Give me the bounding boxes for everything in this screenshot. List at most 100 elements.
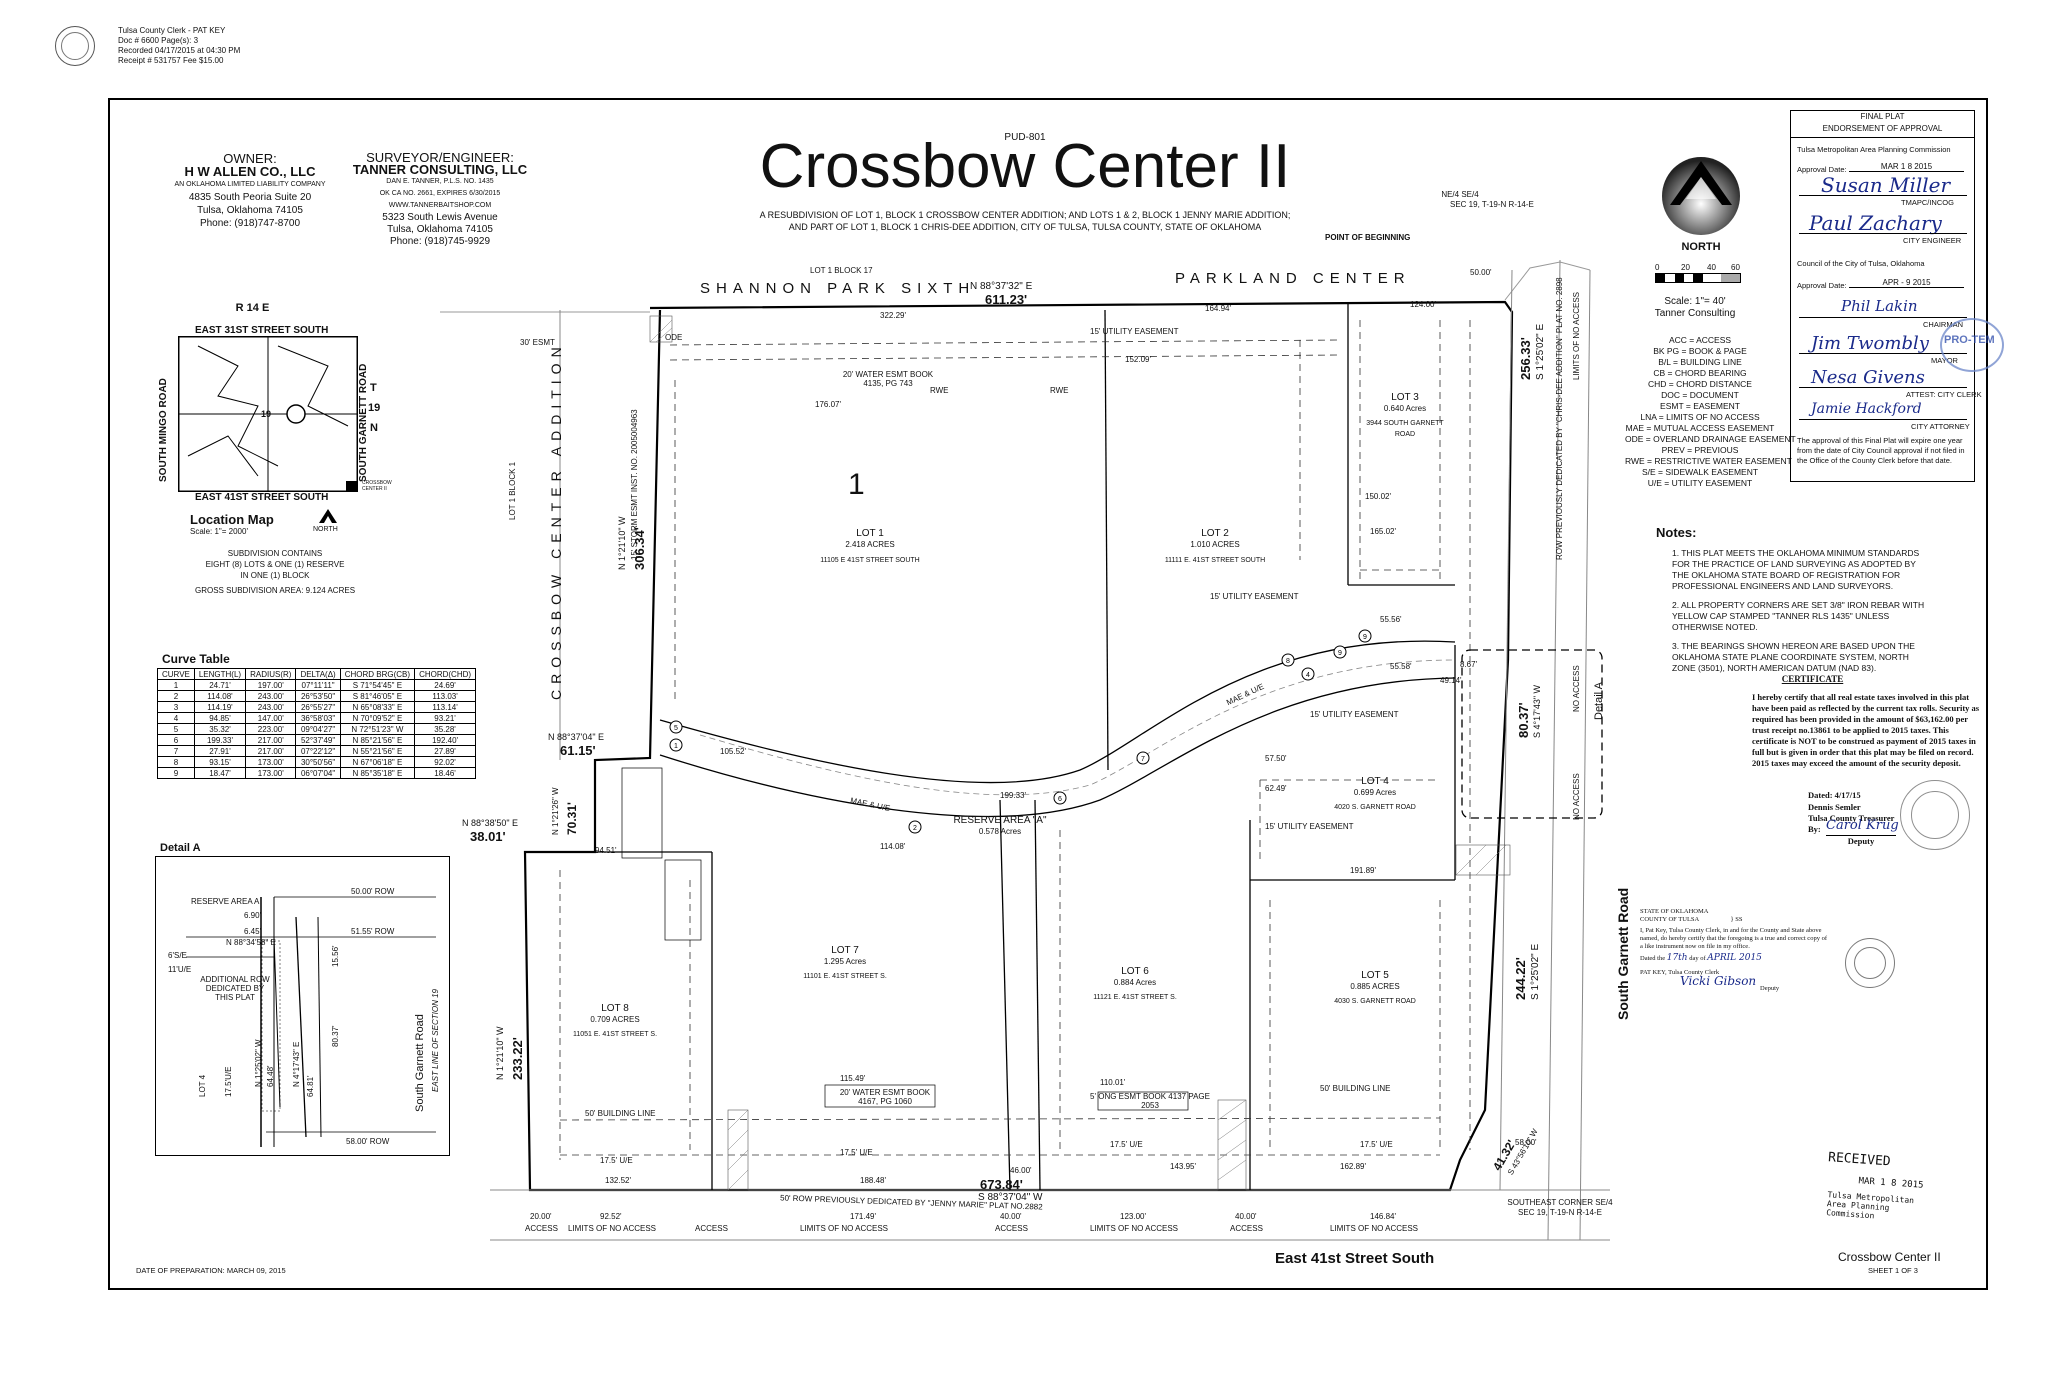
frontage-distance: 40.00' bbox=[1000, 1212, 1022, 1221]
legend-item: ESMT = EASEMENT bbox=[1660, 401, 1740, 411]
footer-title: Crossbow Center II bbox=[1838, 1250, 1941, 1264]
lot-address: 11101 E. 41ST STREET S. bbox=[803, 973, 887, 980]
title-subtitle: A RESUBDIVISION OF LOT 1, BLOCK 1 CROSSB… bbox=[640, 209, 1410, 233]
scale-by: Tanner Consulting bbox=[1654, 308, 1736, 319]
scale-value: Scale: 1"= 40' bbox=[1664, 296, 1726, 307]
day-label: day of bbox=[1689, 955, 1706, 962]
approval-title: FINAL PLAT bbox=[1860, 112, 1905, 121]
legend-item: ODE = OVERLAND DRAINAGE EASEMENT bbox=[1625, 434, 1796, 444]
range-label: R 14 E bbox=[235, 302, 270, 314]
access-label: ACCESS bbox=[1230, 1224, 1263, 1233]
dated-day: 17th bbox=[1666, 953, 1688, 963]
tmapc-label: TMAPC/INCOG bbox=[1901, 198, 1954, 207]
map-bottom-street: EAST 41ST STREET SOUTH bbox=[195, 492, 329, 503]
legend-item: RWE = RESTRICTIVE WATER EASEMENT bbox=[1625, 456, 1792, 466]
svg-text:7: 7 bbox=[1141, 756, 1145, 763]
se-section-label: SEC 19, T-19-N R-14-E bbox=[1518, 1208, 1602, 1217]
jog3-distance: 38.01' bbox=[470, 829, 506, 844]
curve-table-title: Curve Table bbox=[162, 652, 230, 666]
lot-dimension: 176.07' bbox=[815, 400, 841, 409]
subtitle-line: AND PART OF LOT 1, BLOCK 1 CHRIS-DEE ADD… bbox=[788, 222, 1262, 232]
lot-dimension: 110.01' bbox=[1100, 1078, 1126, 1087]
lot-4-label: LOT 4 0.699 Acres 4020 S. GARNETT ROAD bbox=[1310, 776, 1440, 813]
svg-text:1: 1 bbox=[674, 743, 678, 750]
detail-se: 6'S/E bbox=[168, 951, 187, 960]
dated-month: APRIL 2015 bbox=[1707, 953, 1762, 963]
certificate-office: Tulsa County Treasurer bbox=[1808, 813, 1895, 823]
legend-item: CB = CHORD BEARING bbox=[1653, 368, 1747, 378]
west-bearing-2: N 1°21'10" W bbox=[495, 1026, 505, 1080]
lot-dimension: 152.09' bbox=[1125, 355, 1151, 364]
surveyor-website: WWW.TANNERBAITSHOP.COM bbox=[388, 202, 492, 209]
approval-date: MAR 1 8 2015 bbox=[1849, 162, 1964, 172]
lot-dimension: 105.52' bbox=[720, 747, 746, 756]
lot-dimension: 62.49' bbox=[1265, 784, 1287, 793]
owner-desc: AN OKLAHOMA LIMITED LIABILITY COMPANY bbox=[174, 181, 326, 188]
signature-clerk: Nesa Givens bbox=[1811, 367, 1925, 388]
detail-bearing: S 4°17'43" W bbox=[1532, 684, 1542, 738]
lot-dimension: 57.50' bbox=[1265, 754, 1287, 763]
water-easement-label: 20' WATER ESMT BOOK 4135, PG 743 bbox=[842, 370, 934, 388]
certificate-title: CERTIFICATE bbox=[1781, 674, 1844, 684]
lot-dimension: 322.29' bbox=[880, 311, 906, 320]
certificate-dated: Dated: 4/17/15 bbox=[1808, 790, 1861, 800]
notes-list: 1. THIS PLAT MEETS THE OKLAHOMA MINIMUM … bbox=[1672, 548, 1934, 682]
chairman-label: CHAIRMAN bbox=[1923, 320, 1964, 329]
location-map-scale: Scale: 1"= 2000' bbox=[190, 527, 248, 536]
lot-dimension: 162.89' bbox=[1340, 1162, 1366, 1171]
preparation-date: DATE OF PREPARATION: MARCH 09, 2015 bbox=[136, 1266, 286, 1275]
lot-address: 4020 S. GARNETT ROAD bbox=[1334, 804, 1416, 811]
reserve-acres: 0.578 Acres bbox=[978, 827, 1022, 836]
lot-dimension: 55.58' bbox=[1390, 662, 1412, 671]
scale-bar: 0 20 40 60 bbox=[1655, 263, 1741, 295]
subdivision-line: IN ONE (1) BLOCK bbox=[240, 571, 310, 580]
lot-name: LOT 4 bbox=[1361, 776, 1389, 787]
surveyor-license: DAN E. TANNER, P.L.S. NO. 1435 bbox=[386, 178, 494, 185]
owner-block: OWNER: H W ALLEN CO., LLC AN OKLAHOMA LI… bbox=[145, 152, 355, 230]
owner-heading: OWNER: bbox=[223, 151, 277, 166]
lot-5-label: LOT 5 0.885 ACRES 4030 S. GARNETT ROAD bbox=[1310, 970, 1440, 1007]
signature-attorney: Jamie Hackford bbox=[1811, 401, 1922, 417]
rwe-label: RWE bbox=[1050, 386, 1069, 395]
detail-a-callout: Detail A bbox=[1593, 682, 1605, 720]
lot-acres: 2.418 ACRES bbox=[845, 540, 895, 549]
lot-dimension: 55.56' bbox=[1380, 615, 1402, 624]
subtitle-line: A RESUBDIVISION OF LOT 1, BLOCK 1 CROSSB… bbox=[759, 210, 1291, 220]
recording-line: Doc # 6600 Page(s): 3 bbox=[118, 36, 199, 45]
clerk-name: PAT KEY, Tulsa County Clerk bbox=[1640, 969, 1720, 976]
east-distance: 256.33' bbox=[1518, 337, 1533, 380]
lot-acres: 1.010 ACRES bbox=[1190, 540, 1240, 549]
county-seal-icon bbox=[55, 26, 95, 66]
approval-box: FINAL PLAT ENDORSEMENT OF APPROVAL Tulsa… bbox=[1790, 110, 1982, 482]
location-map-title: Location Map bbox=[190, 512, 274, 527]
legend-item: S/E = SIDEWALK EASEMENT bbox=[1641, 467, 1759, 477]
adjacent-lot-label: LOT 1 BLOCK 17 bbox=[810, 266, 873, 275]
lot-acres: 0.640 Acres bbox=[1383, 404, 1427, 413]
frontage-distance: 20.00' bbox=[530, 1212, 552, 1221]
lot-dimension: 165.02' bbox=[1370, 527, 1396, 536]
gas-easement-label: 5' ONG ESMT BOOK 4137 PAGE 2053 bbox=[1090, 1092, 1210, 1110]
building-line-label: 50' BUILDING LINE bbox=[585, 1109, 656, 1118]
frontage-distance: 146.84' bbox=[1370, 1212, 1396, 1221]
engineer-label: CITY ENGINEER bbox=[1903, 236, 1962, 245]
north-label: NORTH bbox=[1681, 241, 1721, 253]
location-map-drawing bbox=[178, 336, 358, 492]
treasurer-seal-icon bbox=[1900, 780, 1970, 850]
svg-text:9: 9 bbox=[1338, 650, 1342, 657]
table-cell: 173.00' bbox=[245, 767, 297, 779]
building-line-label: 50' BUILDING LINE bbox=[1320, 1084, 1391, 1093]
lot-dimension: 199.33' bbox=[1000, 791, 1026, 800]
ue-label: 17.5' U/E bbox=[1110, 1140, 1143, 1149]
east-bearing-2: S 1°25'02" E bbox=[1530, 943, 1541, 1000]
pro-tem-stamp: PRO-TEM bbox=[1940, 318, 2004, 372]
owner-phone: Phone: (918)747-8700 bbox=[199, 218, 301, 229]
signature-mayor: Jim Twombly bbox=[1811, 333, 1929, 354]
lot-name: LOT 1 bbox=[856, 528, 884, 539]
jog-bearing: N 88°37'04" E bbox=[548, 732, 605, 742]
scale-tick: 20 bbox=[1681, 263, 1690, 272]
signature-treasurer: Carol Krug bbox=[1826, 818, 1899, 833]
utility-easement-label: 15' UTILITY EASEMENT bbox=[1210, 592, 1299, 601]
frontage-distance: 40.00' bbox=[1235, 1212, 1257, 1221]
